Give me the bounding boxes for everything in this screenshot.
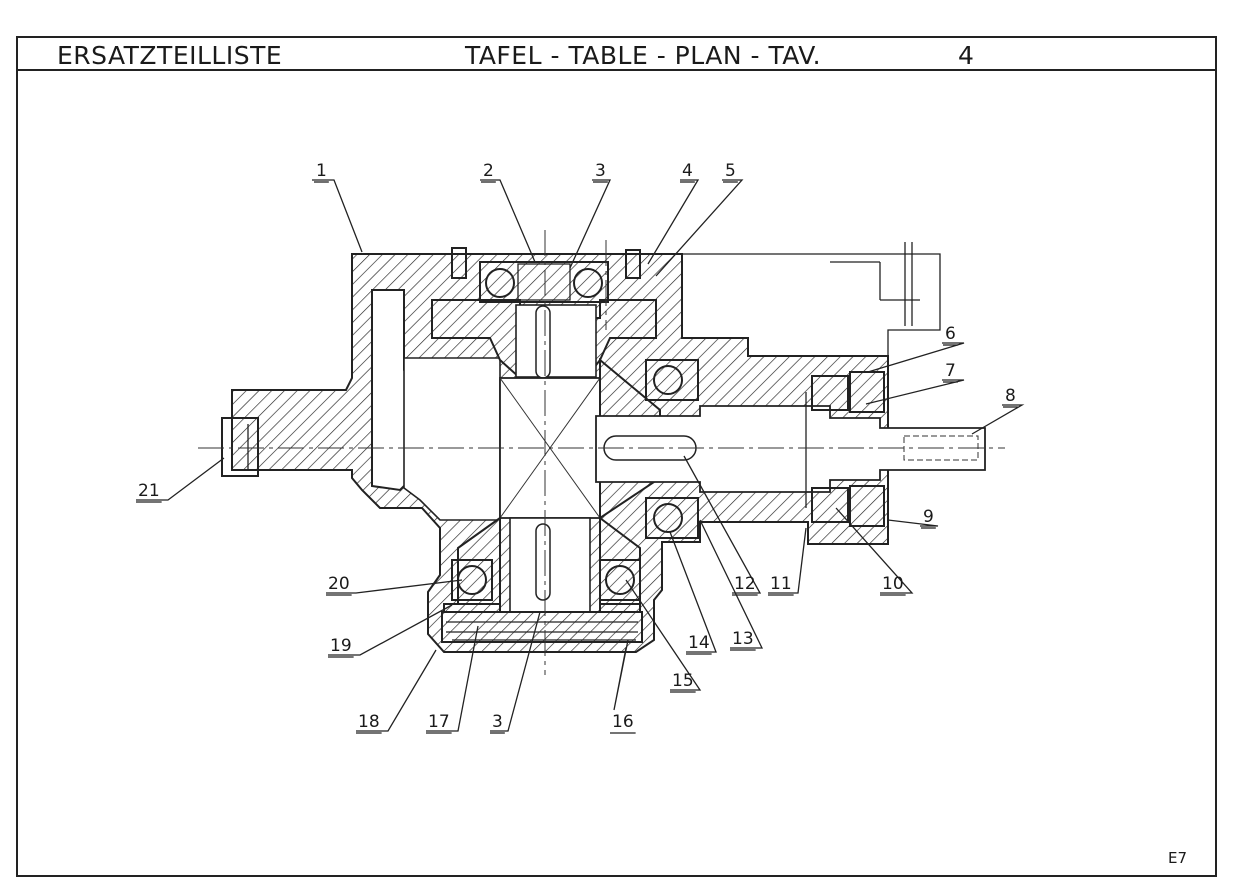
pinion-bearings <box>645 359 699 539</box>
callout-3-bottom: 3 <box>492 712 503 732</box>
upper-bearing <box>479 261 609 303</box>
callout-labels: 1 2 3 4 5 6 7 8 9 10 11 12 13 14 15 16 1… <box>136 161 1018 734</box>
callout-3-top: 3 <box>595 161 606 181</box>
callout-8: 8 <box>1005 386 1016 406</box>
left-shaft-stub <box>221 417 259 477</box>
callout-6: 6 <box>945 324 956 344</box>
callout-16: 16 <box>612 712 634 732</box>
table-title: TAFEL - TABLE - PLAN - TAV. <box>464 41 821 70</box>
lower-keyway <box>535 523 551 601</box>
gearbox-assembly-drawing <box>198 230 1005 675</box>
parts-list-title: ERSATZTEILLISTE <box>57 41 282 70</box>
callout-13: 13 <box>732 629 754 649</box>
callout-21: 21 <box>138 481 160 501</box>
housing-cavity <box>403 357 501 521</box>
callout-10: 10 <box>882 574 904 594</box>
callout-9: 9 <box>923 507 934 527</box>
callout-14: 14 <box>688 633 710 653</box>
lower-bearings <box>451 559 641 601</box>
callout-20: 20 <box>328 574 350 594</box>
top-bolt-right <box>625 249 641 279</box>
page-code: E7 <box>1168 849 1187 867</box>
callout-2: 2 <box>483 161 494 181</box>
drawing-frame <box>16 36 1217 877</box>
callout-12: 12 <box>734 574 756 594</box>
bottom-cover <box>441 611 643 643</box>
upper-gear-bore <box>515 304 597 378</box>
callout-1: 1 <box>316 161 327 181</box>
callout-5: 5 <box>725 161 736 181</box>
callout-7: 7 <box>945 361 956 381</box>
top-bolt-left <box>451 247 467 279</box>
callout-17: 17 <box>428 712 450 732</box>
callout-15: 15 <box>672 671 694 691</box>
callout-18: 18 <box>358 712 380 732</box>
callout-4: 4 <box>682 161 693 181</box>
table-number: 4 <box>958 41 974 70</box>
callout-11: 11 <box>770 574 792 594</box>
leader-lines <box>136 179 1025 732</box>
output-seal-assembly <box>805 371 885 527</box>
mounting-flange <box>682 253 941 356</box>
output-shaft <box>595 405 986 493</box>
upper-keyway <box>535 305 551 379</box>
callout-19: 19 <box>330 636 352 656</box>
